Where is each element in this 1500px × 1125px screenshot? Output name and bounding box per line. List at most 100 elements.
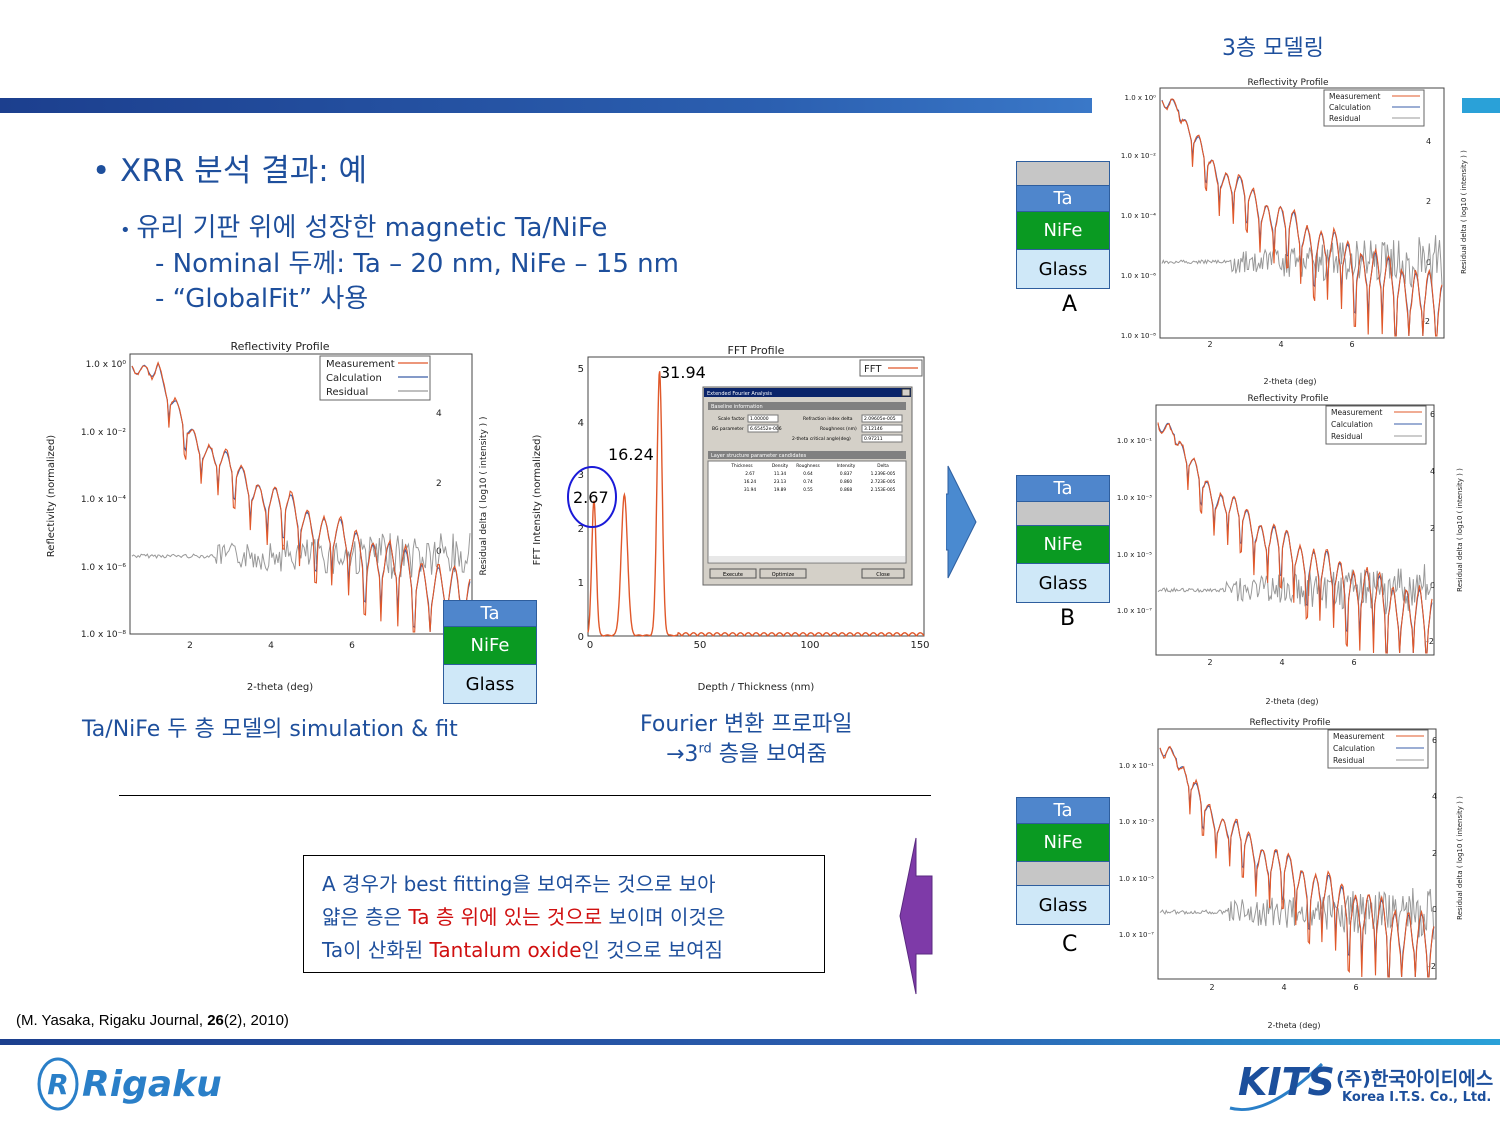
dialog-cell: 19.89 (774, 487, 787, 493)
left-xlabel: 2-theta (deg) (247, 682, 313, 693)
left-caption: Ta/NiFe 두 층 모델의 simulation & fit (82, 717, 458, 742)
right-chart-c-title: Reflectivity Profile (1249, 718, 1331, 728)
legend-residual: Residual (326, 387, 368, 398)
arrow-left-icon (899, 837, 933, 995)
fft-xtick: 150 (910, 640, 929, 651)
dialog-critical-value: 0.97211 (864, 436, 883, 442)
dialog-refraction-input[interactable] (861, 414, 903, 423)
reference-text: (M. Yasaka, Rigaku Journal, (16, 1012, 208, 1029)
model-label: 3층 모델링 (1222, 36, 1324, 61)
dialog-roughness-label: Roughness (nm) (820, 426, 857, 432)
dialog-cell: 2.67 (745, 471, 755, 477)
left-xtick: 2 (187, 641, 193, 651)
fft-xtick: 0 (587, 640, 593, 651)
dialog-cell: 11.34 (774, 471, 787, 477)
header-bar (0, 98, 1092, 113)
right-a-y2tick: -2 (1422, 317, 1430, 326)
kits-wordmark: KITS (1238, 1060, 1335, 1104)
layer-glass: Glass (1017, 564, 1109, 602)
dialog-optimize-label: Optimize (772, 572, 794, 578)
right-c-curves (1159, 745, 1435, 978)
conclusion-text: 얇은 층은 (322, 905, 409, 929)
dialog-close-icon[interactable] (901, 388, 911, 397)
title-text: XRR 분석 결과: 예 (120, 153, 368, 189)
conclusion-highlight: Tantalum oxide (429, 938, 582, 962)
conclusion-text: 보이며 이것은 (602, 905, 726, 929)
kits-swoosh-icon (1229, 1062, 1324, 1112)
left-chart-title: Reflectivity Profile (230, 340, 329, 353)
right-b-y2label: Residual delta ( log10 ( intensity ) ) (1456, 468, 1464, 592)
fft-xlabel: Depth / Thickness (nm) (698, 682, 815, 693)
right-a-y2label: Residual delta ( log10 ( intensity ) ) (1460, 150, 1468, 274)
dialog-optimize-button[interactable] (759, 568, 807, 579)
right-b-ytick: 1.0 x 10⁻¹ (1117, 437, 1152, 445)
conclusion-line3: Ta이 산화된 Tantalum oxide인 것으로 보여짐 (322, 934, 806, 967)
left-y2tick: 2 (436, 479, 442, 489)
dialog-bg-label: BG parameter (712, 426, 744, 432)
layer-stack-a: Ta NiFe Glass (1016, 161, 1110, 289)
right-c-xlabel: 2-theta (deg) (1267, 1021, 1320, 1030)
page-title: • XRR 분석 결과: 예 (92, 145, 367, 190)
fft-ylabel: FFT Intensity (normalized) (532, 435, 543, 566)
fourier-dialog: Extended Fourier Analysis Baseline infor… (702, 386, 913, 586)
reference-volume: 26 (207, 1012, 224, 1029)
right-chart-b-title: Reflectivity Profile (1247, 394, 1329, 404)
right-b-y2tick: 2 (1430, 524, 1435, 533)
right-a-xlabel: 2-theta (deg) (1263, 377, 1316, 386)
bullet-nominal: - Nominal 두께: Ta – 20 nm, NiFe – 15 nm (155, 249, 679, 279)
fft-curve (587, 371, 925, 638)
dialog-scrollbar[interactable] (709, 556, 905, 562)
layer-nife: NiFe (1017, 824, 1109, 862)
right-c-y2tick: 6 (1432, 736, 1437, 745)
stack-label-b: B (1060, 606, 1076, 631)
dialog-refraction-label: Refraction index delta (803, 416, 853, 422)
left-ytick: 1.0 x 10⁻⁴ (81, 495, 127, 505)
left-plot-frame (129, 353, 473, 635)
stack-label-c: C (1062, 932, 1078, 957)
bullet-substrate-text: 유리 기판 위에 성장한 magnetic Ta/NiFe (136, 213, 608, 243)
layer-stack-b: Ta NiFe Glass (1016, 475, 1110, 603)
fft-ytick: 0 (578, 632, 584, 643)
layer-glass: Glass (1017, 886, 1109, 924)
dialog-refraction-value: 2.09605e-005 (864, 416, 896, 422)
dialog-section-layers (708, 451, 906, 459)
dialog-col-roughness: Roughness (796, 463, 820, 469)
dialog-execute-button[interactable] (709, 568, 757, 579)
fft-xtick: 50 (694, 640, 707, 651)
dialog-close-button[interactable] (861, 568, 905, 579)
right-a-ytick: 1.0 x 10⁻⁶ (1121, 272, 1156, 280)
dialog-roughness-value: 3.12146 (864, 426, 883, 432)
right-b-xlabel: 2-theta (deg) (1265, 697, 1318, 706)
dialog-cell: 2.723E-005 (871, 479, 896, 485)
dialog-bg-input[interactable] (747, 424, 779, 433)
measurement-curve (131, 361, 471, 633)
right-chart-a-title: Reflectivity Profile (1247, 78, 1329, 88)
conclusion-box: A 경우가 best fitting을 보여주는 것으로 보아 얇은 층은 Ta… (303, 855, 825, 973)
right-c-xtick: 6 (1353, 983, 1358, 992)
dialog-col-delta: Delta (877, 463, 889, 469)
dialog-col-intensity: Intensity (837, 463, 856, 469)
kits-english-name: Korea I.T.S. Co., Ltd. (1342, 1090, 1492, 1105)
peak-label-16-24: 16.24 (608, 445, 654, 464)
dialog-execute-label: Execute (723, 572, 743, 578)
svg-text:R: R (47, 1068, 69, 1101)
right-c-legend-measurement: Measurement (1333, 732, 1385, 741)
divider-line (119, 795, 931, 796)
right-b-xtick: 4 (1279, 658, 1284, 667)
right-a-xtick: 6 (1349, 340, 1354, 349)
left-ytick: 1.0 x 10⁻⁶ (81, 563, 127, 573)
right-a-ytick: 1.0 x 10⁰ (1125, 94, 1157, 102)
right-c-y2label: Residual delta ( log10 ( intensity ) ) (1456, 796, 1464, 920)
peak-label-31-94: 31.94 (660, 363, 706, 382)
residual-curve (131, 533, 471, 579)
layer-oxide (1017, 862, 1109, 886)
right-chart-c: Reflectivity Profile 1.0 x 10⁻¹ 1.0 x 10… (1119, 718, 1464, 1030)
reference-text: (2), 2010) (223, 1012, 289, 1029)
fft-xtick: 100 (800, 640, 819, 651)
dialog-roughness-input[interactable] (861, 424, 903, 433)
dialog-scale-input[interactable] (747, 414, 779, 423)
residual-curve (1161, 235, 1443, 288)
dialog-section-baseline (708, 402, 906, 410)
right-a-ytick: 1.0 x 10⁻⁴ (1121, 212, 1156, 220)
dialog-critical-input[interactable] (861, 434, 903, 443)
